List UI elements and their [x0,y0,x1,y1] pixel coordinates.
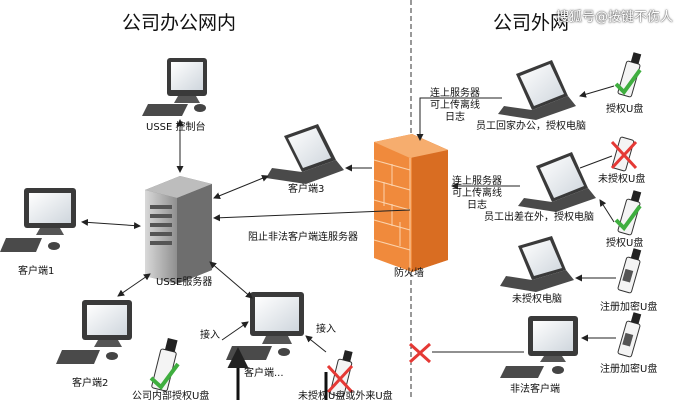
title-inside-network: 公司办公网内 [122,12,237,34]
connect-upload-1-line3: 日志 [445,112,465,123]
arrow-client2-server [117,273,151,297]
illegal-client-icon [500,316,578,378]
client2-icon [56,300,132,364]
authorized-usb-1-icon [614,52,642,98]
home-office-laptop-icon [498,60,576,120]
block-illegal-label: 阻止非法客户端连服务器 [248,232,358,243]
unauthorized-external-usb-label: 未授权U盘或外来U盘 [298,391,393,402]
client3-icon [266,124,344,184]
registered-encrypted-usb-2-icon [617,312,642,358]
connect-upload-label-1: 连上服务器 可上传离线 日志 [424,88,486,124]
registered-encrypted-usb-1-label: 注册加密U盘 [600,302,658,313]
arrow-unauth-usb-laptop [579,155,613,169]
arrow-plug-in-1 [221,321,249,341]
home-office-label: 员工回家办公，授权电脑 [476,121,586,132]
connect-upload-2-line1: 连上服务器 [452,176,502,187]
unauthorized-pc-icon [500,236,574,292]
connect-upload-label-2: 连上服务器 可上传离线 日志 [446,176,508,212]
registered-encrypted-usb-2-label: 注册加密U盘 [600,364,658,375]
internal-authorized-usb-icon [149,337,180,392]
connect-upload-1-line2: 可上传离线 [430,100,480,111]
business-trip-laptop-icon [518,152,596,212]
unauthorized-usb-label: 未授权U盘 [598,174,646,185]
arrow-clientmore-server [209,261,253,299]
authorized-usb-2-icon [614,190,642,236]
arrow-block-illegal [213,209,411,222]
arrow-client3-server [213,175,269,199]
authorized-usb-1-label: 授权U盘 [606,104,644,115]
plug-in-label-1: 接入 [200,330,220,341]
arrow-client1-server [81,218,141,230]
firewall-label: 防火墙 [394,268,424,279]
watermark: 搜狐号@按键不伤人 [556,10,674,25]
blocked-mark-illegal-client [408,342,432,364]
arrow-usb2-laptop [599,199,615,223]
connect-upload-1-line1: 连上服务器 [430,88,480,99]
connect-upload-2-line3: 日志 [467,200,487,211]
unauthorized-external-usb-icon [326,350,354,398]
arrow-home-office-to-firewall [416,97,502,141]
arrow-usb1-laptop [579,85,615,98]
client-more-label: 客户端... [244,368,284,379]
client-more-icon [226,292,304,360]
client1-icon [0,188,76,252]
client1-label: 客户端1 [18,266,55,277]
connect-upload-2-line2: 可上传离线 [452,188,502,199]
title-outside-network: 公司外网 [493,12,570,34]
usse-server-icon [145,176,212,284]
client2-label: 客户端2 [72,378,109,389]
authorized-usb-2-label: 授权U盘 [606,238,644,249]
internal-authorized-usb-label: 公司内部授权U盘 [132,391,210,402]
business-trip-label: 员工出差在外，授权电脑 [484,212,594,223]
firewall-icon [373,134,448,272]
arrow-plug-in-2 [305,335,327,353]
usse-server-label: USSE服务器 [156,277,213,288]
registered-encrypted-usb-1-icon [617,248,642,294]
unauthorized-pc-label: 未授权电脑 [512,294,562,305]
usse-console-label: USSE 控制台 [146,122,206,133]
unauthorized-usb-icon [610,136,638,172]
client3-label: 客户端3 [288,184,325,195]
usse-console-icon [142,58,207,116]
plug-in-label-2: 接入 [316,324,336,335]
illegal-client-label: 非法客户端 [510,384,560,395]
